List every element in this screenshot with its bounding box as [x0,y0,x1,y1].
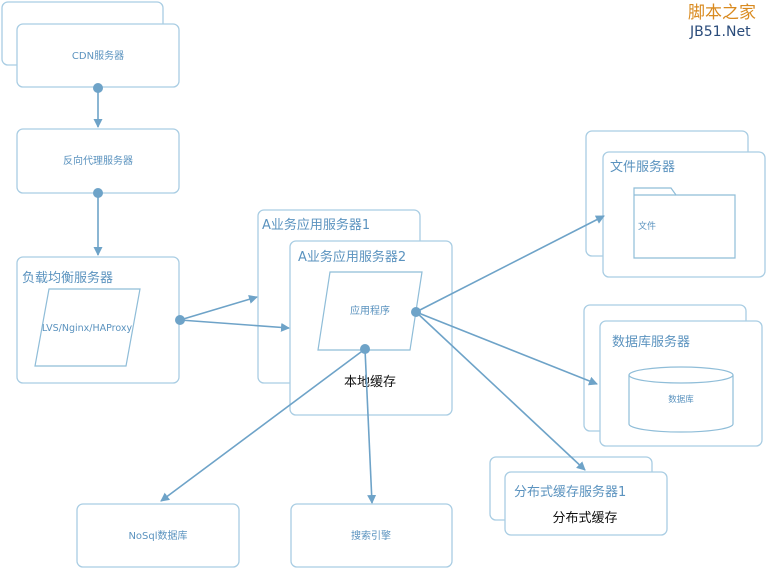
search-engine-label: 搜索引擎 [351,529,391,542]
app-program-shape [317,271,423,351]
watermark-title: 脚本之家 [688,3,756,23]
distributed-cache-label: 分布式缓存 [552,511,617,526]
nosql-label: NoSql数据库 [128,529,187,542]
distributed-cache-server-label: 分布式缓存服务器1 [514,484,626,500]
search-engine-node: 搜索引擎 [290,503,453,568]
database-server-label: 数据库服务器 [612,334,690,350]
file-server-node: 文件服务器 文件 [585,130,766,278]
connector-balancer-to-app2 [179,319,290,332]
connector-balancer-to-app1 [179,294,258,321]
nosql-node: NoSql数据库 [76,503,240,568]
connector-app-to-database [415,311,598,386]
distributed-cache-node: 分布式缓存服务器1 分布式缓存 [489,456,668,536]
dot-app-bottom [360,344,370,354]
watermark-subtitle: JB51.Net [689,24,751,40]
load-balancer-software-label: LVS/Nginx/HAProxy [42,323,133,334]
app-server-node: A业务应用服务器1 A业务应用服务器2 应用程序 本地缓存 [257,209,453,416]
dot-cdn [93,83,103,93]
app-server-2-label: A业务应用服务器2 [298,249,406,265]
local-cache-label: 本地缓存 [344,375,396,390]
database-label: 数据库 [668,394,694,405]
reverse-proxy-node: 反向代理服务器 [16,128,180,194]
dot-proxy [93,188,103,198]
load-balancer-software-shape [34,288,141,367]
database-cylinder-body [628,375,734,433]
file-folder-label: 文件 [638,220,656,232]
cdn-server-node: CDN服务器 [1,1,180,88]
cdn-server-label: CDN服务器 [72,49,124,62]
connector-app-to-file-server [415,215,605,313]
app-program-label: 应用程序 [350,304,390,317]
watermark-logo: 脚本之家 JB51.Net [688,3,756,40]
connectors [93,88,605,504]
connector-app-to-distributed-cache [415,311,586,471]
connector-app-to-nosql [160,348,366,502]
file-server-label: 文件服务器 [610,159,675,175]
load-balancer-node: 负载均衡服务器 LVS/Nginx/HAProxy [16,256,180,384]
connector-dots [93,83,421,354]
database-cylinder-top [628,366,734,384]
dot-balancer [175,315,185,325]
connector-app-to-search [364,348,377,504]
database-server-node: 数据库服务器 数据库 [583,304,763,447]
reverse-proxy-label: 反向代理服务器 [63,154,133,167]
folder-icon [633,187,736,259]
load-balancer-label: 负载均衡服务器 [22,270,113,286]
dot-app-right [411,307,421,317]
app-server-1-label: A业务应用服务器1 [262,217,370,233]
